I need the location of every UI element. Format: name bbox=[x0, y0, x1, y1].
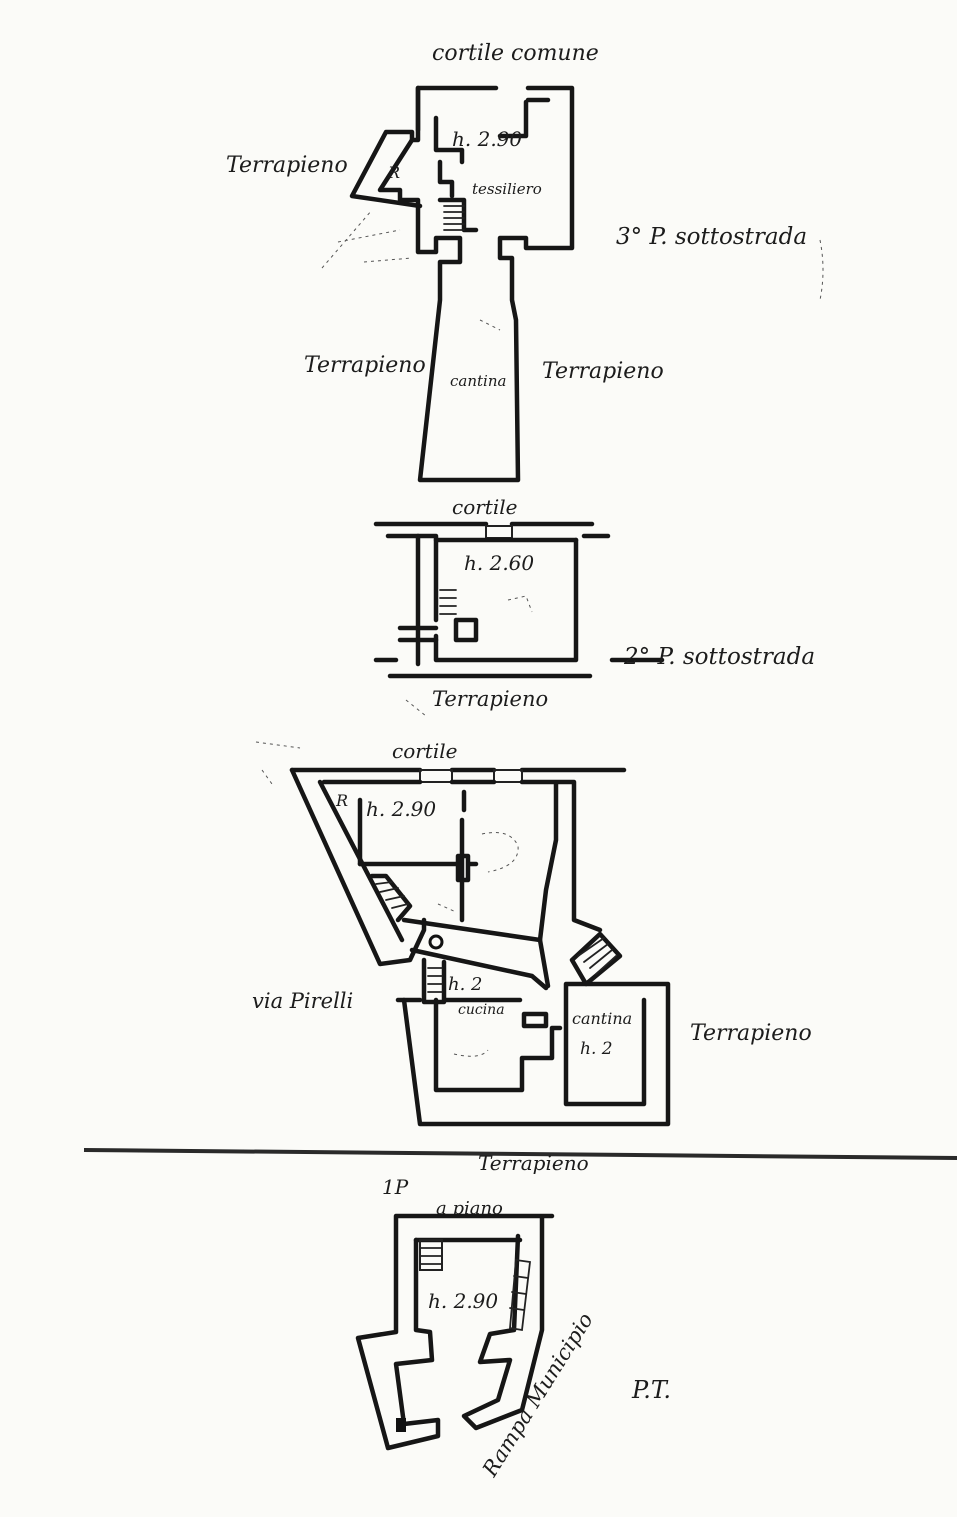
level-3-r-mark: R bbox=[387, 163, 400, 182]
level-3-room-name: tessiliero bbox=[472, 180, 542, 198]
level-3-walls bbox=[321, 85, 824, 483]
ground-height: h. 2.90 bbox=[428, 1289, 498, 1313]
level-3-floor-label: 3° P. sottostrada bbox=[616, 224, 807, 250]
section-divider-line bbox=[83, 1148, 957, 1160]
level-1-height-cellar: h. 2 bbox=[580, 1039, 613, 1059]
plan-level-2: cortile h. 2.60 Terrapieno 2° P. sottost… bbox=[373, 495, 815, 717]
level-3-cellar: cantina bbox=[450, 372, 506, 390]
level-2-height: h. 2.60 bbox=[464, 551, 534, 575]
level-2-courtyard-label: cortile bbox=[452, 495, 517, 519]
level-1-courtyard-label: cortile bbox=[392, 739, 457, 763]
level-3-fill-mid-left: Terrapieno bbox=[304, 353, 426, 378]
plan-level-3: cortile comune h. 2.90 tessiliero R Terr… bbox=[226, 41, 824, 483]
level-1-fill: Terrapieno bbox=[690, 1021, 812, 1046]
level-2-walls bbox=[373, 521, 665, 717]
level-1-height-kitchen: h. 2 bbox=[448, 974, 483, 995]
level-1-r-mark: R bbox=[335, 791, 348, 810]
level-2-fill: Terrapieno bbox=[432, 687, 548, 711]
plan-level-1: cortile bbox=[252, 739, 812, 1127]
level-2-floor-label: 2° P. sottostrada bbox=[623, 644, 815, 670]
level-3-height: h. 2.90 bbox=[452, 127, 522, 151]
ground-fill-label: Terrapieno bbox=[478, 1151, 589, 1175]
ground-floor-label: P.T. bbox=[631, 1376, 671, 1404]
plan-ground-floor: Terrapieno 1P a piano h. 2.90 Rampa Muni… bbox=[355, 1151, 671, 1481]
level-1-height-main: h. 2.90 bbox=[366, 797, 436, 821]
level-3-fill-mid-right: Terrapieno bbox=[542, 359, 664, 384]
level-1-kitchen: cucina bbox=[458, 1002, 505, 1018]
level-1-cellar: cantina bbox=[572, 1009, 632, 1028]
ground-walls bbox=[355, 1213, 555, 1451]
level-3-fill-left: Terrapieno bbox=[226, 153, 348, 178]
level-1-walls bbox=[255, 741, 671, 1127]
ground-mark: 1P bbox=[382, 1175, 409, 1199]
level-3-courtyard-label: cortile comune bbox=[432, 41, 599, 66]
level-1-street: via Pirelli bbox=[252, 989, 353, 1013]
